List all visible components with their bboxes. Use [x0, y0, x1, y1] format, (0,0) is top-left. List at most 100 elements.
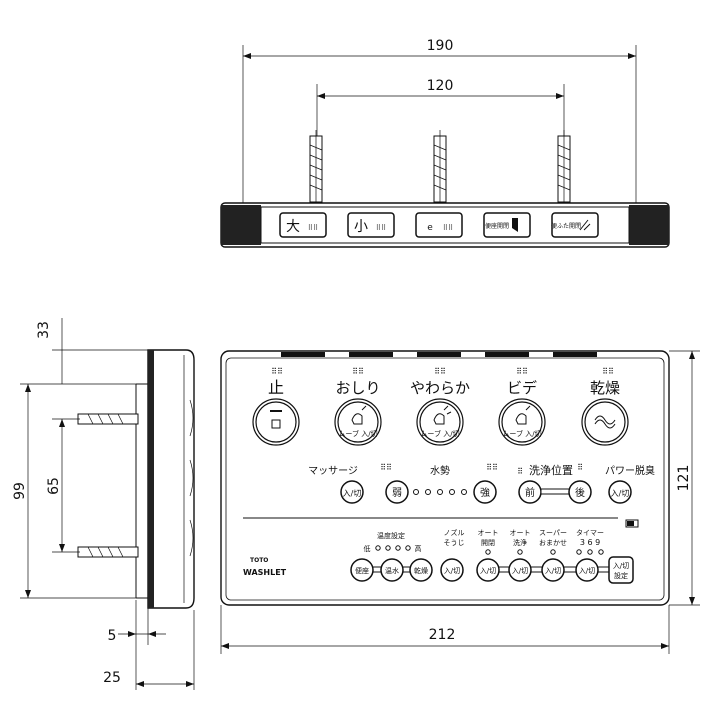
dim-190: 190	[427, 38, 454, 54]
auto-open-button[interactable]: 入/切	[476, 558, 500, 582]
svg-text:⠿: ⠿	[517, 467, 523, 476]
dim-120: 120	[427, 78, 454, 94]
svg-text:⠿⠿: ⠿⠿	[602, 367, 614, 376]
water-weak-button[interactable]: 弱	[385, 480, 409, 504]
svg-text:⠿⠿: ⠿⠿	[486, 463, 498, 472]
svg-text:便座開閉: 便座開閉	[485, 222, 509, 230]
temp-high-label: 高	[415, 544, 422, 553]
svg-text:入/切: 入/切	[512, 567, 528, 575]
power-deodorize-label: パワー脱臭	[605, 464, 655, 477]
dim-65: 65	[46, 477, 62, 495]
top-button-small[interactable]: 小 ⠿⠿	[347, 212, 395, 238]
seat-temp-button[interactable]: 便座	[350, 558, 374, 582]
super-button[interactable]: 入/切	[541, 558, 565, 582]
dim-25: 25	[103, 670, 121, 686]
svg-text:温水: 温水	[385, 566, 399, 575]
water-temp-button[interactable]: 温水	[380, 558, 404, 582]
timer-button[interactable]: 入/切	[575, 558, 599, 582]
auto-open-label-2: 開閉	[481, 539, 495, 547]
auto-wash-indicator	[517, 549, 523, 555]
seat-lift-icon	[512, 218, 518, 232]
super-label-2: おまかせ	[539, 539, 567, 547]
svg-text:e: e	[427, 223, 433, 233]
top-body-left-end	[221, 205, 261, 245]
rear-wash-icon	[351, 405, 367, 425]
bidet-button[interactable]: ⠿⠿ ビデ ムーブ 入/切	[498, 367, 546, 446]
svg-text:設定: 設定	[614, 571, 628, 580]
top-button-eco[interactable]: e ⠿⠿	[415, 212, 463, 238]
top-button-lid-open[interactable]: 便ふた開閉	[551, 212, 599, 238]
nozzle-clean-button[interactable]: 入/切	[440, 558, 464, 582]
dim-212: 212	[429, 627, 456, 643]
svg-text:やわらか: やわらか	[410, 379, 470, 397]
svg-text:入/切: 入/切	[480, 567, 496, 575]
soft-wash-icon	[433, 405, 452, 425]
svg-text:乾燥: 乾燥	[414, 566, 428, 575]
position-front-button[interactable]: 前	[518, 480, 542, 504]
dry-icon	[594, 415, 616, 429]
anchor-left	[309, 130, 323, 205]
auto-wash-label-2: 洗浄	[513, 538, 527, 547]
svg-text:ムーブ 入/切: ムーブ 入/切	[338, 429, 377, 438]
position-back-button[interactable]: 後	[568, 480, 592, 504]
water-level-indicators	[413, 489, 467, 495]
svg-text:ムーブ 入/切: ムーブ 入/切	[420, 429, 459, 438]
massage-label: マッサージ	[308, 465, 358, 477]
svg-text:便座: 便座	[355, 566, 369, 575]
timer-label: タイマー	[576, 528, 604, 537]
brand-logo-toto: TOTO	[250, 557, 268, 564]
svg-text:ムーブ 入/切: ムーブ 入/切	[502, 429, 541, 438]
auto-wash-label-1: オート	[510, 529, 531, 537]
water-strong-button[interactable]: 強	[473, 480, 497, 504]
svg-text:止: 止	[268, 378, 284, 397]
dry-button[interactable]: ⠿⠿ 乾燥	[581, 367, 629, 446]
stop-button[interactable]: ⠿⠿ 止	[252, 367, 300, 446]
timer-values: 3 6 9	[580, 538, 600, 547]
auto-open-label-1: オート	[478, 529, 499, 537]
svg-text:入/切: 入/切	[545, 567, 561, 575]
soft-wash-button[interactable]: ⠿⠿ やわらか ムーブ 入/切	[410, 367, 470, 446]
super-indicator	[550, 549, 556, 555]
rear-wash-button[interactable]: ⠿⠿ おしり ムーブ 入/切	[334, 367, 382, 446]
temp-low-label: 低	[364, 544, 371, 553]
svg-text:⠿: ⠿	[577, 463, 583, 472]
brand-logo-washlet: WASHLET	[243, 568, 287, 577]
dry-temp-button[interactable]: 乾燥	[409, 558, 433, 582]
svg-text:⠿⠿: ⠿⠿	[443, 224, 453, 232]
svg-text:小: 小	[354, 219, 368, 235]
top-button-large[interactable]: 大 ⠿⠿	[279, 212, 327, 238]
lid-lift-icon	[579, 219, 591, 231]
top-body-right-end	[629, 205, 669, 245]
svg-text:乾燥: 乾燥	[590, 379, 620, 397]
svg-text:⠿⠿: ⠿⠿	[434, 367, 446, 376]
svg-text:入/切: 入/切	[579, 567, 595, 575]
bidet-icon	[515, 405, 531, 425]
setting-button[interactable]: 入/切 設定	[608, 556, 634, 584]
svg-text:ビデ: ビデ	[507, 379, 537, 397]
svg-text:入/切: 入/切	[343, 489, 362, 498]
svg-text:⠿⠿: ⠿⠿	[376, 224, 386, 232]
svg-text:⠿⠿: ⠿⠿	[352, 367, 364, 376]
svg-text:前: 前	[525, 486, 535, 499]
top-button-seat-open[interactable]: 便座開閉	[483, 212, 531, 238]
nozzle-label-2: そうじ	[444, 539, 465, 547]
front-view: ⠿⠿ 止 ⠿⠿ おしり ムーブ 入/切 ⠿⠿ やわらか ムーブ 入/切 ⠿⠿ ビ…	[220, 350, 700, 654]
dim-5: 5	[108, 628, 117, 644]
side-anchor-bottom	[77, 546, 139, 558]
svg-text:入/切: 入/切	[444, 567, 460, 575]
auto-wash-button[interactable]: 入/切	[508, 558, 532, 582]
side-view: 33 99 65 5 25	[12, 318, 195, 690]
svg-text:便ふた開閉: 便ふた開閉	[551, 222, 581, 230]
super-label-1: スーパー	[539, 529, 567, 537]
power-deodorize-button[interactable]: 入/切	[608, 480, 632, 504]
temp-setting-label: 温度設定	[377, 531, 405, 540]
front-panel	[220, 350, 670, 606]
side-anchor-top	[77, 413, 139, 425]
svg-text:大: 大	[286, 219, 300, 235]
temp-level-indicators	[375, 545, 411, 551]
massage-button[interactable]: 入/切	[340, 480, 364, 504]
dim-99: 99	[12, 482, 28, 500]
side-body	[147, 349, 195, 609]
anchor-center	[433, 130, 447, 205]
